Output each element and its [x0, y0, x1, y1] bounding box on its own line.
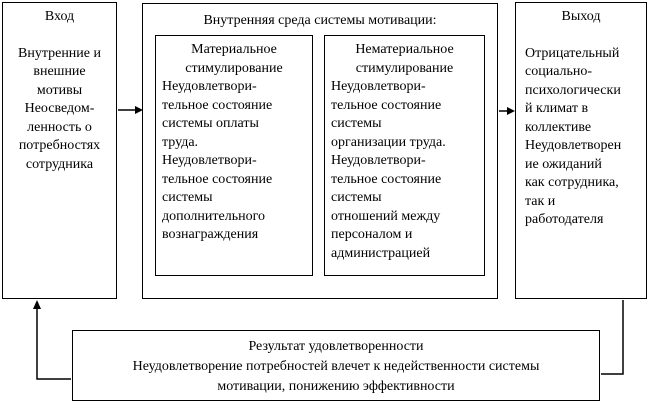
- arrow-up-icon: [33, 300, 41, 309]
- environment-box: Внутренняя среда системы мотивации: Мате…: [142, 3, 498, 299]
- nonmaterial-stimulation-box: Нематериальное стимулирование Неудовлетв…: [324, 35, 485, 276]
- output-box: Выход Отрицательный социально- психологи…: [515, 2, 647, 299]
- arrow-right-icon: [507, 107, 515, 115]
- nonmaterial-stimulation-body: Неудовлетвори- тельное состояние системы…: [331, 79, 446, 261]
- input-box-body: Внутренние и внешние мотивы Неосведом- л…: [17, 45, 101, 172]
- material-stimulation-body: Неудовлетвори- тельное состояние системы…: [162, 79, 273, 242]
- result-box: Результат удовлетворенности Неудовлетвор…: [72, 330, 600, 401]
- result-box-body: Результат удовлетворенности Неудовлетвор…: [132, 339, 540, 394]
- nonmaterial-stimulation-heading: Нематериальное стимулирование: [355, 42, 454, 76]
- input-box: Вход Внутренние и внешние мотивы Неосвед…: [2, 2, 117, 299]
- output-box-title: Выход: [561, 9, 601, 24]
- environment-box-title: Внутренняя среда системы мотивации:: [203, 13, 437, 28]
- material-stimulation-box: Материальное стимулирование Неудовлетвор…: [155, 35, 313, 276]
- arrow-environment-to-output: [499, 107, 515, 115]
- arrow-result-to-input: [33, 300, 71, 380]
- input-box-title: Вход: [44, 9, 75, 24]
- output-box-body: Отрицательный социально- психологически …: [525, 45, 622, 228]
- arrow-input-to-environment: [118, 106, 143, 114]
- material-stimulation-heading: Материальное стимулирование: [185, 42, 283, 76]
- connector-output-to-result: [601, 300, 624, 375]
